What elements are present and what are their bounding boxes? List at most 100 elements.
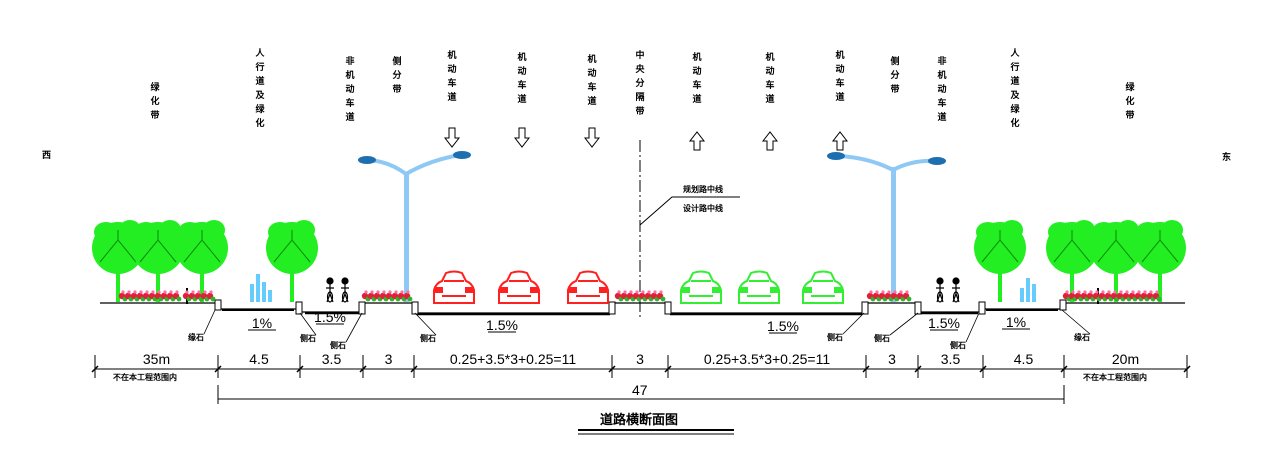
scope-note-left: 不在本工程范围内 [113, 372, 177, 382]
tree-icon [1046, 220, 1098, 302]
tree-icon [1134, 220, 1186, 302]
street-lamp-left [358, 151, 471, 302]
cars [433, 270, 844, 304]
dimension-slash [1183, 365, 1191, 373]
centerline-leader [639, 196, 740, 226]
car-icon [802, 270, 844, 304]
dimension-slash [296, 365, 304, 373]
tree-icon [266, 220, 318, 302]
cross-slopes: 1% 1.5% 1.5% 1.5% 1.5% 1% [248, 309, 1030, 334]
car-icon [738, 270, 780, 304]
zone-label-lane-l1: 机动车道 [447, 49, 456, 103]
arrow-up-icon [831, 131, 849, 151]
street-lamp-right [827, 152, 946, 302]
cyclist-icon [952, 277, 960, 303]
zone-label-lane-l3: 机动车道 [587, 53, 596, 107]
curb-label: 缘石 [188, 332, 204, 342]
curb-label: 侧石 [330, 340, 346, 350]
dimension-slash [1060, 365, 1068, 373]
dimension-label: 3.5 [322, 351, 342, 367]
dimension-label: 20m [1112, 351, 1139, 367]
tree-icon [1090, 220, 1142, 302]
curb-leader [203, 309, 216, 335]
road-profile [100, 299, 1185, 316]
curb-leader [1061, 309, 1091, 335]
curb-label: 侧石 [950, 340, 966, 350]
zone-label-divider-left: 侧分带 [392, 55, 401, 95]
slope-label: 1.5% [767, 318, 799, 334]
dimension-lines: 35m 4.5 3.5 3 0.25+3.5*3+0.25=11 3 0.25+3.5*3+… [91, 351, 1191, 378]
dimension-slash [359, 365, 367, 373]
dimension-slash [608, 365, 616, 373]
lane-direction-arrows [443, 127, 849, 151]
planned-centerline-label: 规划路中线 [683, 184, 723, 194]
car-icon [498, 270, 540, 304]
flower-bed [1062, 290, 1162, 302]
cyclists [326, 277, 960, 303]
curb-leader [889, 312, 919, 336]
zone-label-lane-r1: 机动车道 [692, 51, 701, 105]
slope-label: 1.5% [928, 315, 960, 331]
cyclist-icon [936, 277, 944, 303]
car-icon [680, 270, 722, 304]
curb-labels: 缘石侧石侧石侧石侧石侧石侧石缘石 [188, 309, 1091, 350]
flower-bed [361, 290, 413, 302]
dimension-slash [91, 365, 99, 373]
slope-label: 1.5% [486, 317, 518, 333]
zone-label-lane-r3: 机动车道 [835, 49, 844, 103]
zone-label-bike-left: 非机动车道 [345, 55, 354, 123]
water-feature-right [1020, 278, 1036, 302]
dimension-slash [862, 365, 870, 373]
dimension-label: 3 [636, 351, 644, 367]
dimension-label: 4.5 [1014, 351, 1034, 367]
zone-label-green-left: 绿化带 [150, 81, 160, 121]
zone-label-lane-l2: 机动车道 [517, 51, 526, 105]
tree-icon [92, 220, 144, 302]
drawing-title: 道路横断面图 [600, 412, 678, 428]
zone-label-sidewalk-right: 人行道及绿化 [1009, 47, 1020, 129]
arrow-up-icon [761, 131, 779, 151]
west-label: 西 [42, 150, 51, 161]
dimension-label: 0.25+3.5*3+0.25=11 [450, 351, 576, 367]
water-feature-left [250, 274, 272, 302]
zone-label-divider-right: 侧分带 [890, 55, 899, 95]
east-label: 东 [1222, 151, 1231, 163]
slope-label: 1.5% [314, 309, 346, 325]
dimension-slash [214, 365, 222, 373]
curb-leader [842, 312, 865, 335]
curb-leader [345, 312, 363, 343]
arrow-down-icon [513, 127, 531, 148]
tree-icon [176, 220, 228, 302]
curb-leader [414, 312, 437, 336]
curb-label: 侧石 [420, 333, 436, 343]
dimension-label: 3 [888, 351, 896, 367]
slope-label: 1% [1006, 314, 1026, 330]
flower-bed [614, 290, 666, 302]
zone-label-sidewalk-left: 人行道及绿化 [254, 47, 265, 129]
dimension-slash [664, 365, 672, 373]
design-centerline-label: 设计路中线 [683, 203, 723, 213]
trees [92, 220, 1186, 304]
curb-label: 侧石 [827, 332, 843, 342]
arrow-down-icon [583, 127, 601, 148]
arrow-up-icon [688, 131, 706, 151]
flower-bed [866, 290, 912, 302]
car-icon [567, 270, 609, 304]
zone-label-lane-r2: 机动车道 [765, 51, 774, 105]
tree-icon [974, 220, 1026, 302]
dimension-label: 3 [385, 351, 393, 367]
arrow-down-icon [443, 127, 461, 148]
curb-leader [299, 312, 317, 336]
dimension-label: 4.5 [249, 351, 269, 367]
dimension-label: 35m [143, 351, 170, 367]
curb-label: 侧石 [874, 333, 890, 343]
tree-icon [132, 220, 184, 302]
zone-label-median: 中央分隔带 [635, 49, 645, 117]
dimension-label: 0.25+3.5*3+0.25=11 [704, 351, 830, 367]
dimension-slash [410, 365, 418, 373]
scope-note-right: 不在本工程范围内 [1083, 372, 1147, 382]
slope-label: 1% [252, 315, 272, 331]
flower-beds [118, 290, 1162, 302]
curb-label: 侧石 [300, 333, 316, 343]
